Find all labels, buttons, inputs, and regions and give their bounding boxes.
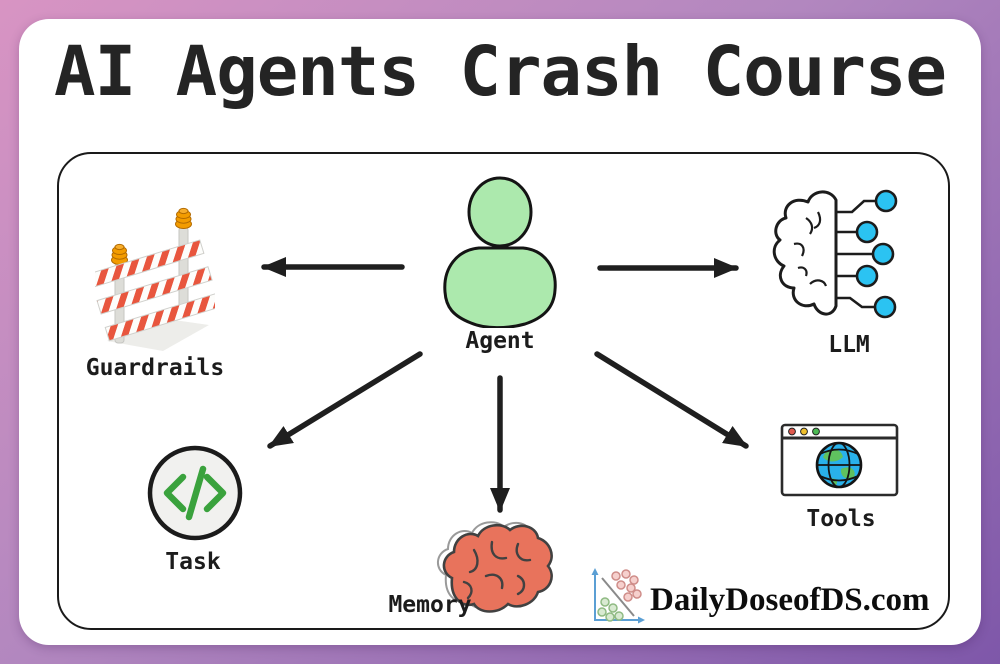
globe-icon (815, 441, 863, 489)
brain-icon (436, 521, 553, 613)
lamp-left (111, 243, 128, 265)
page-title: AI Agents Crash Course (54, 32, 947, 112)
code-icon (147, 445, 243, 541)
lamp-right (175, 207, 192, 229)
agent-label: Agent (465, 328, 535, 354)
browser-globe-icon (780, 423, 899, 497)
brain-circuit-icon (772, 189, 898, 319)
scatter-plot-icon (591, 568, 645, 624)
memory-label: Memory (388, 592, 472, 618)
branding-site-name: DailyDoseofDS.com (650, 582, 930, 618)
barrier-icon (95, 207, 215, 351)
llm-label: LLM (828, 332, 870, 358)
guardrails-label: Guardrails (85, 355, 225, 381)
task-label: Task (165, 549, 221, 575)
person-icon (443, 176, 557, 328)
tools-label: Tools (806, 506, 876, 532)
